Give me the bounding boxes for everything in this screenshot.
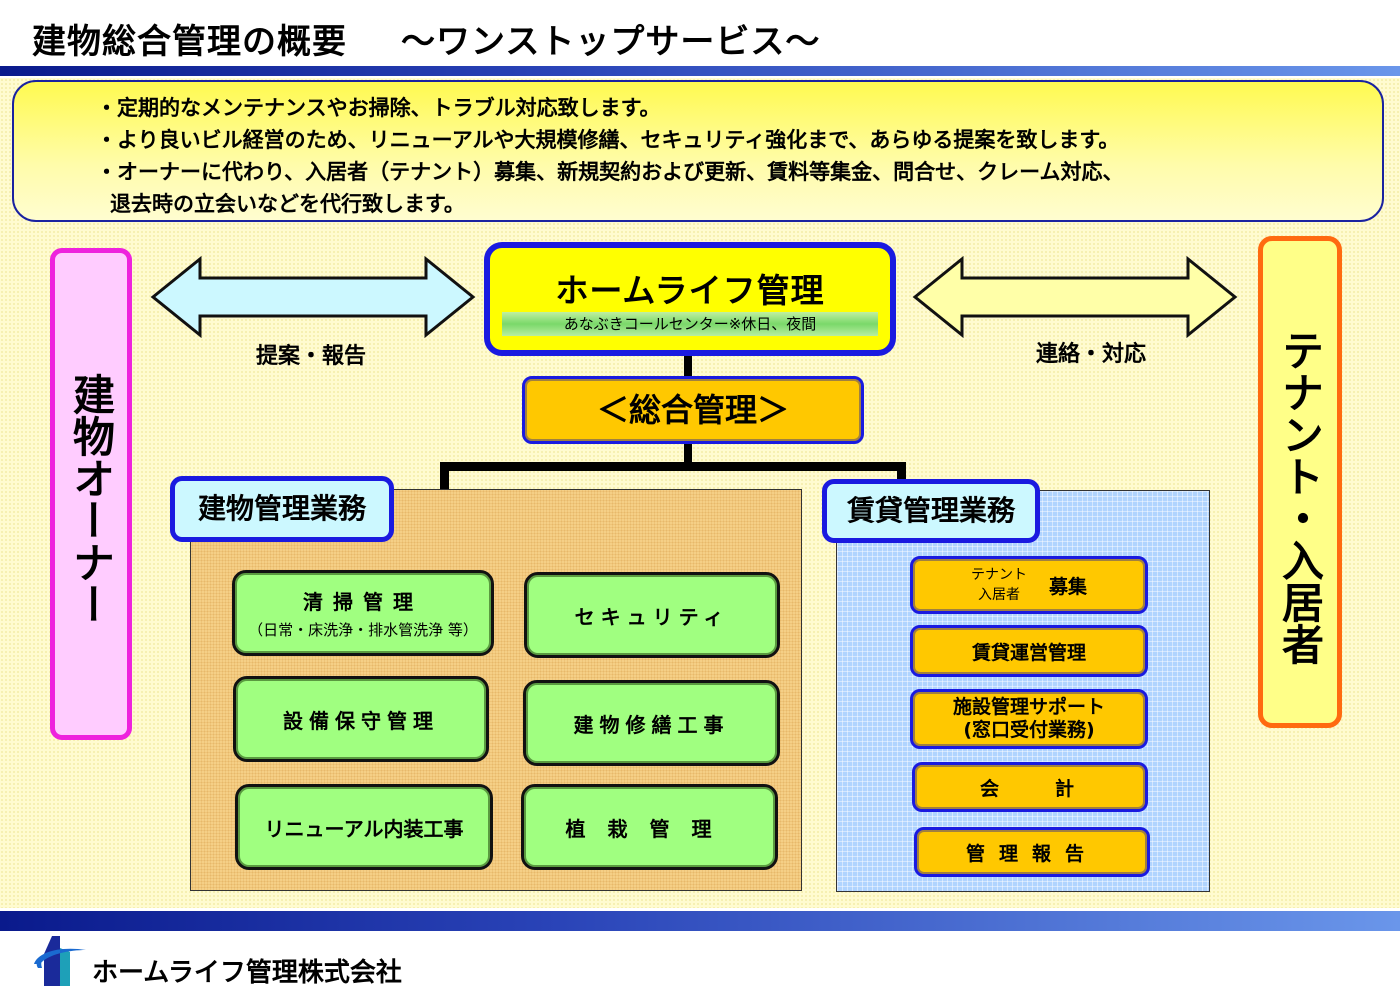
owner-label: 建物オーナー [66, 373, 116, 625]
double-arrow-icon-right [912, 256, 1238, 338]
company-box: ホームライフ管理 あなぶきコールセンター※休日、夜間 [484, 242, 896, 356]
rental-item-recruitment: テナント 入居者 募集 [910, 556, 1148, 614]
intro-line: ・より良いビル経営のため、リニューアルや大規模修繕、セキュリティ強化まで、あらゆ… [96, 128, 1120, 152]
call-center-banner: あなぶきコールセンター※休日、夜間 [502, 312, 878, 336]
rental-item-label: 施設管理サポート [952, 696, 1105, 718]
company-name: ホームライフ管理 [555, 271, 825, 310]
rental-management-title: 賃貸管理業務 [822, 479, 1040, 543]
service-label: リニューアル内装工事 [264, 816, 464, 841]
rental-item-label: 募集 [1048, 575, 1087, 598]
connector-line [684, 354, 692, 378]
page-subtitle: ～ワンストップサービス～ [401, 22, 821, 62]
rental-item-facility-support: 施設管理サポート (窓口受付業務) [910, 689, 1148, 749]
rental-item-label: 会 計 [979, 777, 1080, 800]
rental-item-label: 賃貸運営管理 [971, 641, 1086, 664]
rental-item-operations: 賃貸運営管理 [910, 625, 1148, 677]
recruit-target: テナント 入居者 [971, 565, 1027, 605]
recruit-target-tenant: テナント [970, 567, 1027, 583]
service-label: 植栽管理 [565, 816, 734, 841]
intro-box: ・定期的なメンテナンスやお掃除、トラブル対応致します。 ・より良いビル経営のため… [12, 80, 1384, 222]
rental-item-label: 管理報告 [965, 842, 1098, 865]
recruit-target-resident: 入居者 [977, 587, 1020, 603]
service-cleaning: 清掃管理 （日常・床洗浄・排水管洗浄 等） [232, 570, 494, 656]
arrow-label-proposal-report: 提案・報告 [256, 344, 367, 369]
header-divider [0, 66, 1400, 76]
intro-line: ・定期的なメンテナンスやお掃除、トラブル対応致します。 [96, 96, 661, 120]
service-label: セキュリティ [574, 604, 730, 629]
double-arrow-icon-left [150, 256, 476, 338]
company-logo-icon [34, 936, 86, 986]
connector-line [440, 462, 449, 490]
service-renewal-interior: リニューアル内装工事 [235, 784, 493, 870]
service-note: （日常・床洗浄・排水管洗浄 等） [248, 621, 478, 639]
tenant-label: テナント・入居者 [1275, 329, 1325, 665]
connector-line [440, 462, 906, 471]
intro-line: 退去時の立会いなどを代行致します。 [110, 192, 465, 216]
tenant-box: テナント・入居者 [1258, 236, 1342, 728]
owner-box: 建物オーナー [50, 248, 132, 740]
footer-divider [0, 911, 1400, 931]
building-management-title: 建物管理業務 [170, 476, 394, 542]
rental-item-note: (窓口受付業務) [963, 719, 1095, 741]
arrow-label-contact-response: 連絡・対応 [1036, 342, 1147, 367]
connector-line [684, 442, 692, 466]
service-security: セキュリティ [524, 572, 780, 658]
page-title: 建物総合管理の概要 ～ワンストップサービス～ [32, 14, 820, 63]
service-label: 清掃管理 [303, 590, 423, 614]
service-landscaping: 植栽管理 [521, 784, 778, 870]
service-building-repair: 建物修繕工事 [523, 680, 780, 766]
service-label: 建物修繕工事 [573, 712, 730, 737]
rental-item-accounting: 会 計 [912, 762, 1148, 812]
page-title-main: 建物総合管理の概要 [32, 22, 347, 62]
service-equipment-maintenance: 設備保守管理 [233, 676, 489, 762]
rental-item-management-report: 管理報告 [914, 827, 1150, 877]
general-management-box: ＜総合管理＞ [522, 376, 864, 444]
connector-line [897, 462, 906, 482]
intro-line: ・オーナーに代わり、入居者（テナント）募集、新規契約および更新、賃料等集金、問合… [96, 160, 1124, 184]
footer-company-name: ホームライフ管理株式会社 [92, 958, 402, 988]
service-label: 設備保守管理 [283, 708, 439, 733]
